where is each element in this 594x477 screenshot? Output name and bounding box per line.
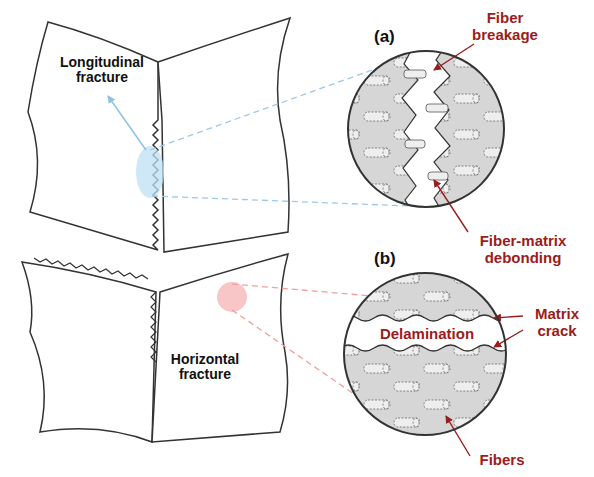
leader-line <box>434 180 468 232</box>
callout-label: Fiber breakage <box>455 10 555 43</box>
callout-label: Fibers <box>462 452 542 469</box>
view-tag: (a) <box>374 28 395 47</box>
matrix <box>340 270 520 440</box>
horizontal-crack-edge <box>34 258 148 279</box>
magnified-view-b <box>340 270 520 440</box>
delamination-band <box>340 315 510 351</box>
leader-line <box>434 44 474 70</box>
magnifier-circle: (a) <box>347 50 505 208</box>
leader-line <box>494 316 523 318</box>
zoom-line-a <box>152 196 410 206</box>
lower-right-piece <box>152 254 288 442</box>
fracture-label: Horizontal fracture <box>155 352 255 383</box>
broken-fiber <box>428 172 448 180</box>
zoom-line-b <box>232 284 372 296</box>
leader-line <box>494 330 523 347</box>
magnified-view-a <box>340 45 520 215</box>
specimen <box>22 18 290 442</box>
broken-fiber <box>405 140 425 148</box>
horizontal-highlight <box>217 282 247 312</box>
longitudinal-crack-edge <box>151 292 156 362</box>
view-tag: (b) <box>374 250 396 269</box>
broken-fiber <box>404 70 426 78</box>
broken-fiber <box>426 104 448 112</box>
fracture-gap <box>402 45 450 215</box>
callout-label: Fiber-matrix debonding <box>458 233 588 266</box>
leader-line <box>446 416 470 456</box>
upper-right-piece <box>158 18 290 252</box>
fiber-pattern <box>340 270 520 440</box>
fracture-label: Longitudinal fracture <box>52 55 152 86</box>
callout-label: Matrix crack <box>524 306 590 339</box>
zoom-line-a <box>150 70 372 150</box>
upper-left-piece <box>28 22 158 250</box>
matrix <box>340 45 520 215</box>
magnifier-circle: (b)Delamination <box>343 272 507 436</box>
lower-left-piece <box>22 262 156 442</box>
label-arrow <box>108 96 146 150</box>
fiber-pattern <box>340 45 520 215</box>
region-label: Delamination <box>345 326 509 343</box>
longitudinal-highlight <box>136 146 164 198</box>
